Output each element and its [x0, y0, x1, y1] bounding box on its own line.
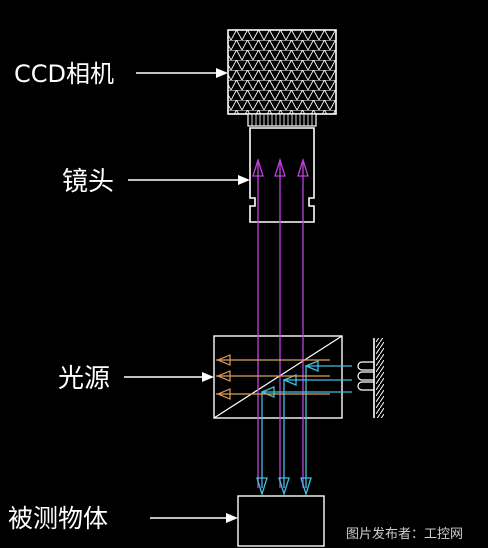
led-array-icon [357, 338, 384, 418]
ccd-camera-label: CCD相机 [14, 60, 114, 88]
return-rays [256, 360, 352, 497]
watermark: 图片发布者：工控网 [346, 526, 463, 542]
object-label: 被测物体 [8, 504, 108, 533]
object-box [237, 495, 325, 547]
light-source-label: 光源 [58, 364, 110, 394]
lens-label: 镜头 [62, 167, 114, 197]
lamp-rays [216, 354, 330, 400]
camera-rays [252, 157, 309, 488]
lens-icon [249, 127, 315, 223]
ccd-camera-icon [227, 29, 337, 127]
leader-arrows [124, 68, 250, 523]
